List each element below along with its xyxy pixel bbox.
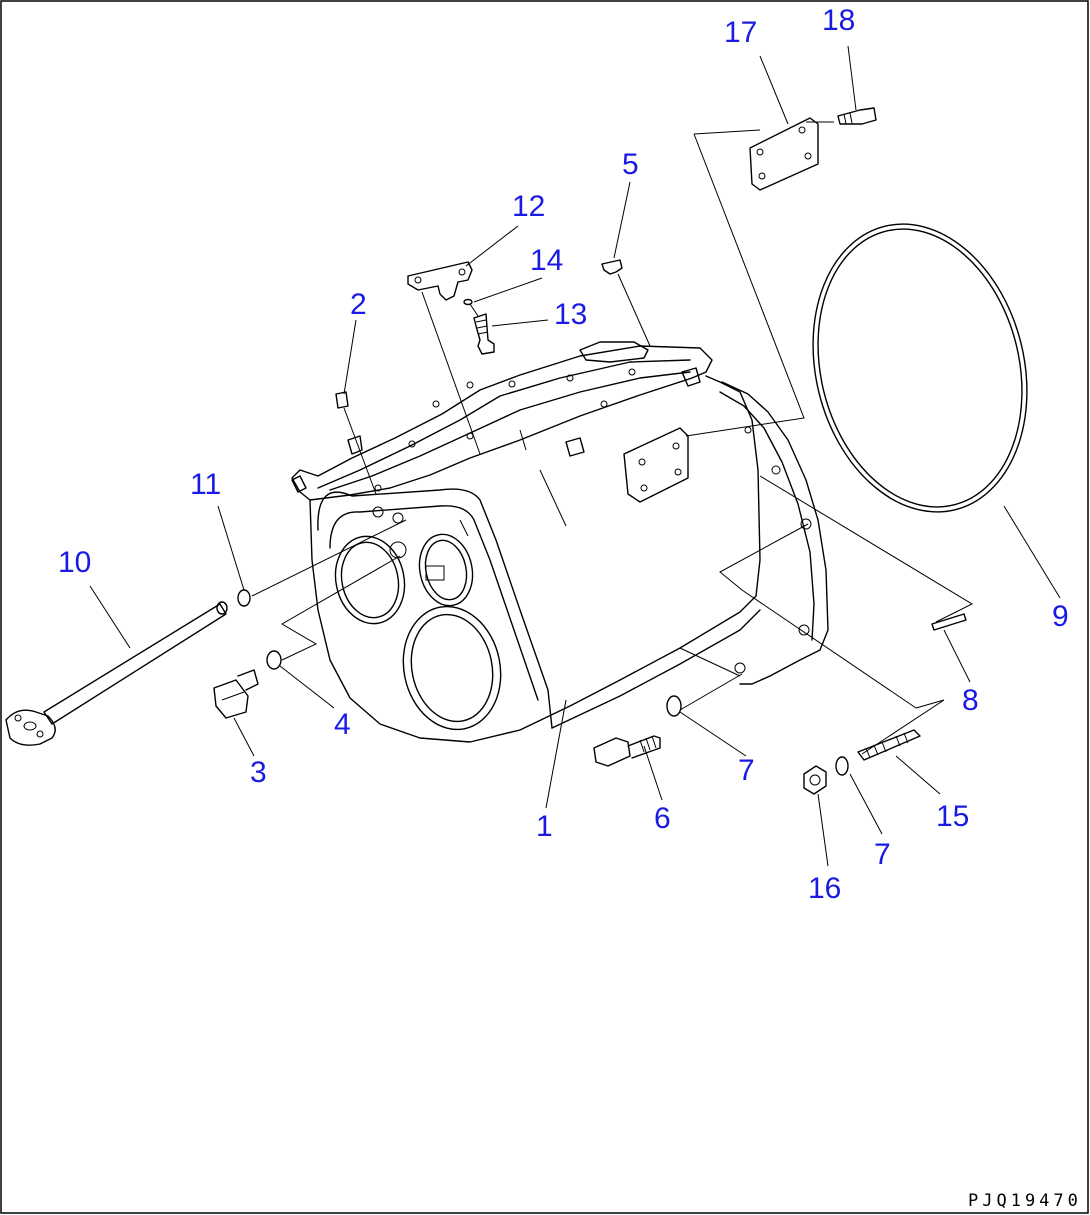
callout-18: 18 — [822, 4, 855, 37]
plug-part-3 — [213, 669, 259, 719]
callout-labels: 1 2 3 4 5 6 7 7 8 9 10 11 12 13 14 15 16… — [58, 4, 1069, 905]
callout-15: 15 — [936, 800, 969, 833]
washer-part-7-lower — [835, 756, 849, 776]
pin-part-8 — [931, 613, 967, 631]
drawing-code: PJQ19470 — [968, 1191, 1082, 1211]
o-ring-part-9 — [812, 223, 1028, 513]
tube-part-10 — [5, 601, 228, 746]
callout-7-lower: 7 — [874, 838, 891, 871]
callout-4: 4 — [334, 708, 351, 741]
callout-2: 2 — [350, 288, 367, 321]
leader-lines — [89, 45, 1061, 867]
o-ring-part-4 — [266, 650, 282, 670]
callout-9: 9 — [1052, 600, 1069, 633]
callout-16: 16 — [808, 872, 841, 905]
callout-3: 3 — [250, 756, 267, 789]
nut-part-16 — [803, 765, 827, 795]
bolt-part-6 — [593, 735, 661, 767]
callout-1: 1 — [536, 810, 553, 843]
callout-8: 8 — [962, 684, 979, 717]
callout-5: 5 — [622, 148, 639, 181]
plug-part-5 — [601, 259, 623, 275]
callout-10: 10 — [58, 546, 91, 579]
breather-part-2 — [335, 391, 349, 409]
transmission-case — [291, 341, 829, 743]
callout-6: 6 — [654, 802, 671, 835]
bolt-part-18 — [837, 107, 877, 125]
callout-7-upper: 7 — [738, 754, 755, 787]
washer-part-14 — [463, 298, 473, 306]
callout-11: 11 — [190, 468, 221, 501]
bolt-part-13 — [473, 313, 495, 355]
callout-13: 13 — [554, 298, 587, 331]
o-ring-part-11 — [237, 589, 251, 607]
bracket-part-12 — [407, 261, 473, 301]
callout-17: 17 — [724, 16, 757, 49]
stud-part-15 — [857, 729, 921, 761]
callout-12: 12 — [512, 190, 545, 223]
washer-part-7-upper — [666, 695, 682, 717]
callout-14: 14 — [530, 244, 563, 277]
cover-plate-part-17 — [749, 117, 819, 191]
